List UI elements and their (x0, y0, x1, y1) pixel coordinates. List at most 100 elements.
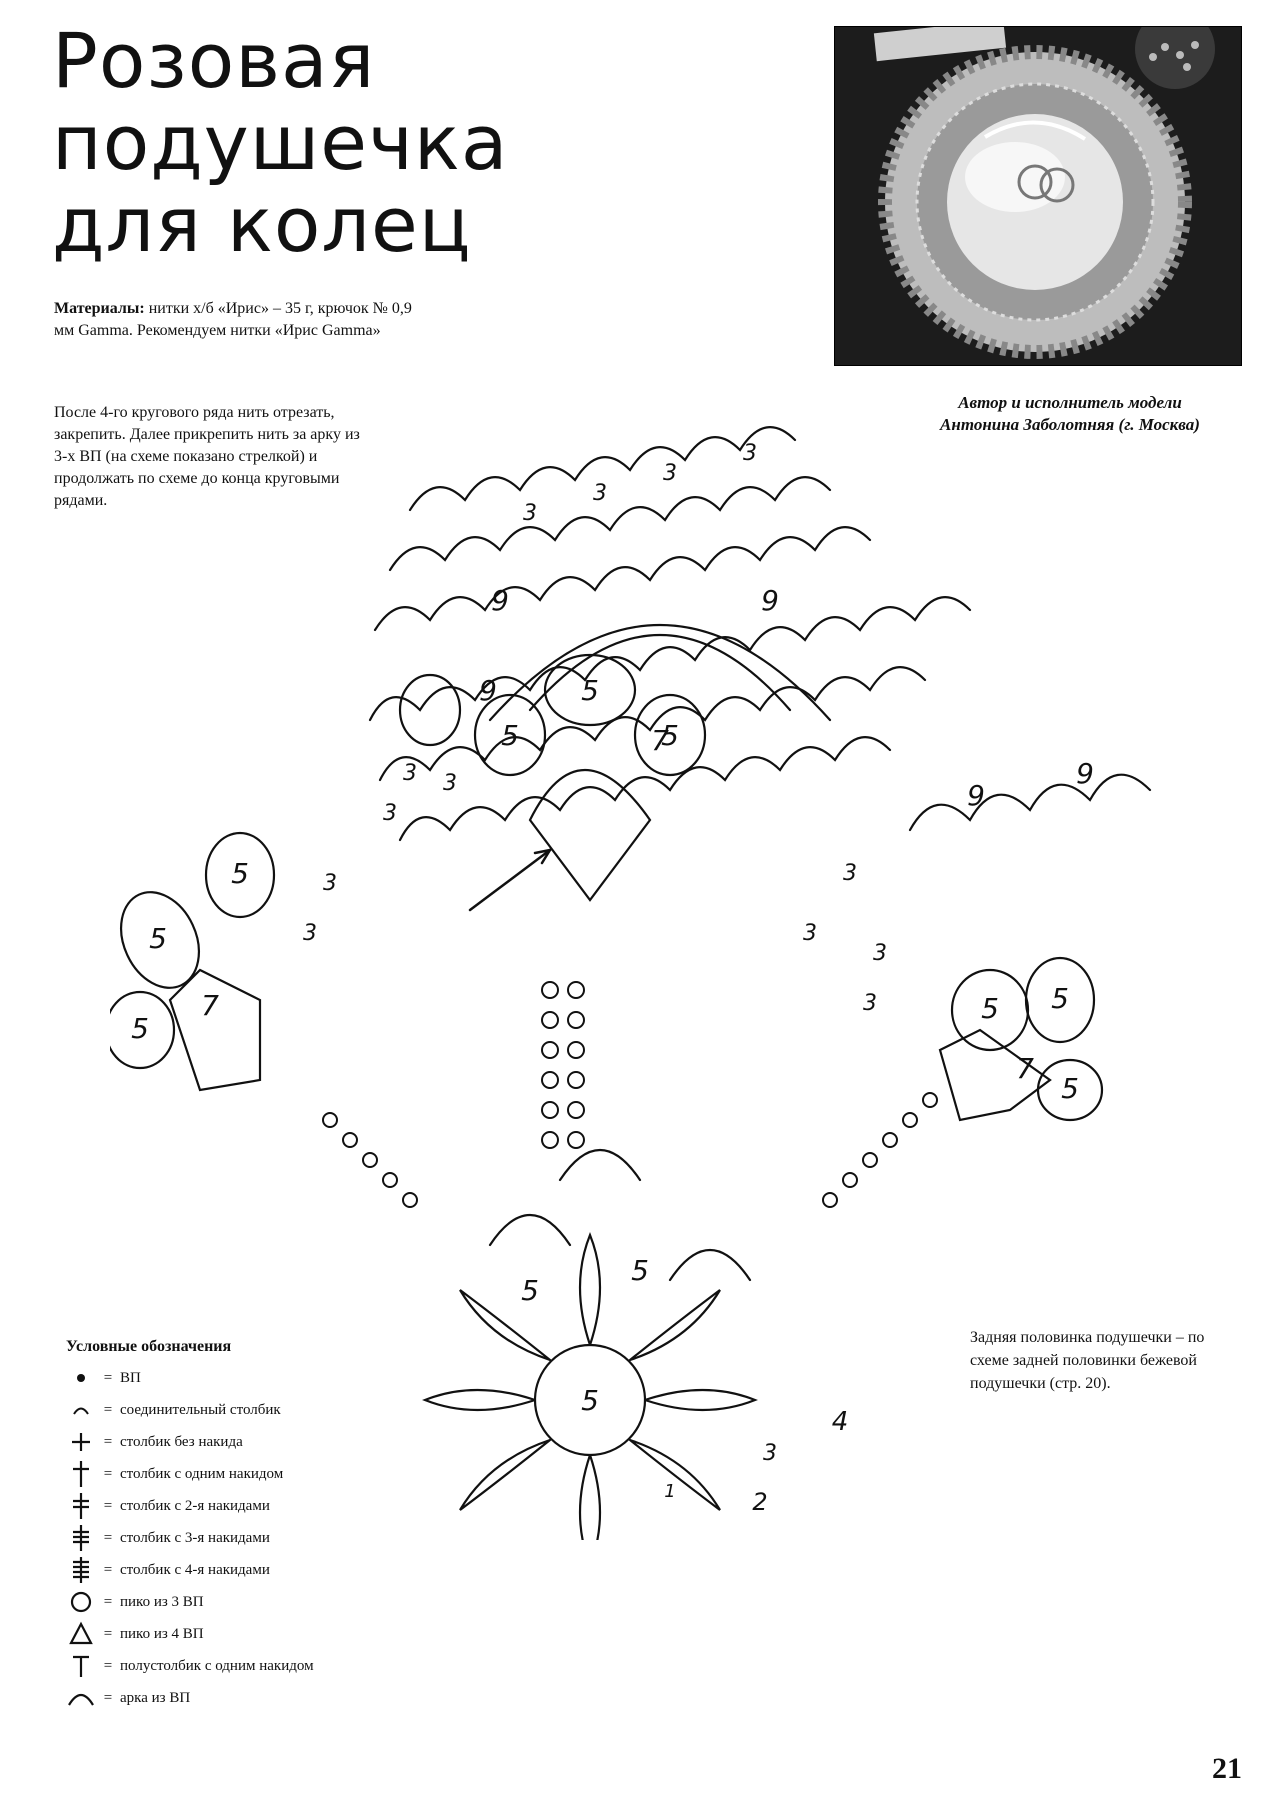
legend-row: = столбик без накида (66, 1426, 466, 1458)
legend-row: = полустолбик с одним накидом (66, 1650, 466, 1682)
legend-eq: = (103, 1369, 113, 1386)
dot-icon (77, 1374, 85, 1382)
label-2: 2 (752, 1488, 767, 1516)
materials-text: нитки х/б «Ирис» – 35 г, крючок № 0,9 мм… (54, 300, 412, 339)
leaf-right (938, 956, 1104, 1122)
central-fan (488, 623, 832, 722)
label-5: 5 (149, 922, 167, 955)
legend-row: = соединительный столбик (66, 1394, 466, 1426)
photo-caption: Автор и исполнитель модели Антонина Забо… (880, 392, 1260, 436)
label-7: 7 (651, 724, 669, 757)
label-5: 5 (1061, 1072, 1079, 1105)
legend-label: столбик с одним накидом (120, 1465, 284, 1482)
label-3: 3 (873, 941, 887, 966)
legend-eq: = (103, 1657, 113, 1674)
legend-row: = столбик с 2-я накидами (66, 1490, 466, 1522)
triangle-icon (69, 1621, 93, 1645)
dagger-3-icon (73, 1525, 89, 1551)
legend-label: соединительный столбик (120, 1401, 281, 1418)
label-7: 7 (1016, 1052, 1034, 1085)
label-5: 5 (631, 1254, 649, 1287)
page-title: Розовая подушечка для колец (52, 20, 508, 266)
arch-icon (68, 1693, 94, 1706)
label-7: 7 (201, 989, 219, 1022)
label-5: 5 (521, 1274, 539, 1307)
materials-label: Материалы: (54, 300, 145, 317)
legend-eq: = (103, 1689, 113, 1706)
legend-eq: = (103, 1497, 113, 1514)
label-5: 5 (581, 1384, 599, 1417)
scallop-rows (368, 426, 1152, 842)
label-3: 3 (383, 801, 397, 826)
label-1: 1 (664, 1481, 675, 1502)
label-3: 3 (843, 861, 857, 886)
label-5: 5 (981, 992, 999, 1025)
legend-eq: = (103, 1625, 113, 1642)
legend-eq: = (103, 1433, 113, 1450)
legend-label: пико из 3 ВП (120, 1593, 204, 1610)
label-5: 5 (131, 1012, 149, 1045)
label-3: 3 (303, 921, 317, 946)
legend-row: = пико из 4 ВП (66, 1618, 466, 1650)
t-icon (73, 1655, 89, 1677)
crochet-diagram: 9 9 9 9 9 7 7 7 5 5 5 5 5 5 5 5 5 5 5 5 … (110, 426, 1152, 1540)
materials-block: Материалы: нитки х/б «Ирис» – 35 г, крюч… (54, 298, 414, 342)
legend-eq: = (103, 1593, 113, 1610)
label-9: 9 (479, 674, 497, 707)
symbol-legend: Условные обозначения = ВП = соединительн… (66, 1338, 466, 1714)
circle-icon (70, 1591, 92, 1613)
small-arc-icon (73, 1407, 89, 1415)
label-3: 3 (743, 441, 757, 466)
label-9: 9 (967, 779, 985, 812)
label-3: 3 (323, 871, 337, 896)
label-9: 9 (491, 584, 509, 617)
legend-row: = столбик с 4-я накидами (66, 1554, 466, 1586)
dagger-2-icon (73, 1493, 89, 1519)
label-5: 5 (231, 857, 249, 890)
legend-title: Условные обозначения (66, 1338, 232, 1355)
legend-eq: = (103, 1465, 113, 1482)
legend-row: = ВП (66, 1362, 466, 1394)
label-9: 9 (1076, 757, 1094, 790)
dotted-chains (322, 981, 938, 1208)
label-5: 5 (661, 719, 679, 752)
legend-row: = столбик с 3-я накидами (66, 1522, 466, 1554)
legend-row: = столбик с одним накидом (66, 1458, 466, 1490)
legend-label: полустолбик с одним накидом (120, 1657, 314, 1674)
legend-eq: = (103, 1561, 113, 1578)
label-4: 4 (832, 1407, 849, 1437)
label-3: 3 (443, 771, 457, 796)
bottom-flower (422, 1148, 758, 1540)
legend-eq: = (103, 1401, 113, 1418)
arrow (468, 848, 552, 912)
label-3: 3 (763, 1441, 777, 1466)
legend-label: столбик с 2-я накидами (120, 1497, 270, 1514)
title-line-3: для колец (52, 180, 472, 269)
label-5: 5 (1051, 982, 1069, 1015)
plus-icon (72, 1433, 90, 1451)
legend-label: арка из ВП (120, 1689, 191, 1706)
label-3: 3 (593, 481, 607, 506)
dagger-1-icon (73, 1461, 89, 1487)
label-3: 3 (803, 921, 817, 946)
title-line-2: подушечка (52, 98, 509, 187)
page-number: 21 (1212, 1752, 1242, 1785)
label-9: 9 (761, 584, 779, 617)
instructions-text: После 4-го кругового ряда нить отрезать,… (54, 404, 360, 509)
leaf-left (110, 831, 276, 1092)
legend-label: пико из 4 ВП (120, 1625, 204, 1642)
dagger-4-icon (73, 1557, 89, 1583)
back-half-note: Задняя половинка подушечки – по схеме за… (970, 1329, 1205, 1392)
caption-line-2: Антонина Заболотняя (г. Москва) (940, 415, 1200, 434)
legend-label: столбик без накида (120, 1433, 243, 1450)
label-5: 5 (581, 674, 599, 707)
product-photo (834, 26, 1242, 366)
legend-row: = арка из ВП (66, 1682, 466, 1714)
caption-line-1: Автор и исполнитель модели (958, 393, 1182, 412)
label-3: 3 (663, 461, 677, 486)
legend-label: столбик с 3-я накидами (120, 1529, 270, 1546)
label-3: 3 (523, 501, 537, 526)
label-3: 3 (863, 991, 877, 1016)
center-petals (398, 653, 707, 902)
legend-row: = пико из 3 ВП (66, 1586, 466, 1618)
